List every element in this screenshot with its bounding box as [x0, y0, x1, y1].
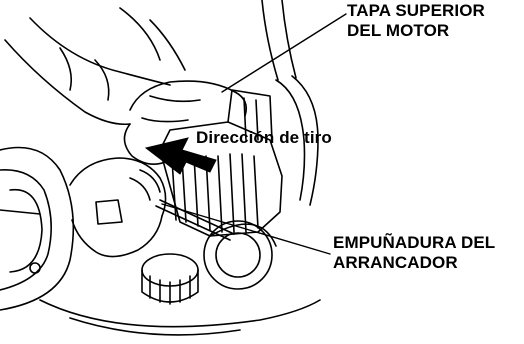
- bottom-base: [39, 299, 321, 336]
- pull-direction-arrow: [144, 137, 217, 175]
- leader-line-starter-handle: [161, 203, 331, 255]
- label-starter-handle: EMPUÑADURA DEL ARRANCADOR: [333, 233, 495, 273]
- starter-rope: [155, 199, 235, 241]
- leader-line-top-cover: [221, 13, 347, 93]
- fan-cover: [203, 220, 277, 290]
- bottom-hand: [69, 157, 167, 258]
- label-top-cover-line1: TAPA SUPERIOR: [347, 1, 485, 20]
- label-starter-handle-line1: EMPUÑADURA DEL: [333, 233, 496, 252]
- upper-arm-sleeve: [4, 7, 186, 126]
- recoil-housing: [0, 146, 75, 311]
- fuel-cap: [141, 253, 199, 305]
- label-top-cover-line2: DEL MOTOR: [347, 21, 450, 40]
- hose-lines: [261, 0, 319, 206]
- label-pull-direction-text: Dirección de tiro: [196, 128, 332, 147]
- label-pull-direction: Dirección de tiro: [196, 128, 332, 148]
- label-top-cover: TAPA SUPERIOR DEL MOTOR: [347, 1, 485, 41]
- label-starter-handle-line2: ARRANCADOR: [333, 253, 458, 272]
